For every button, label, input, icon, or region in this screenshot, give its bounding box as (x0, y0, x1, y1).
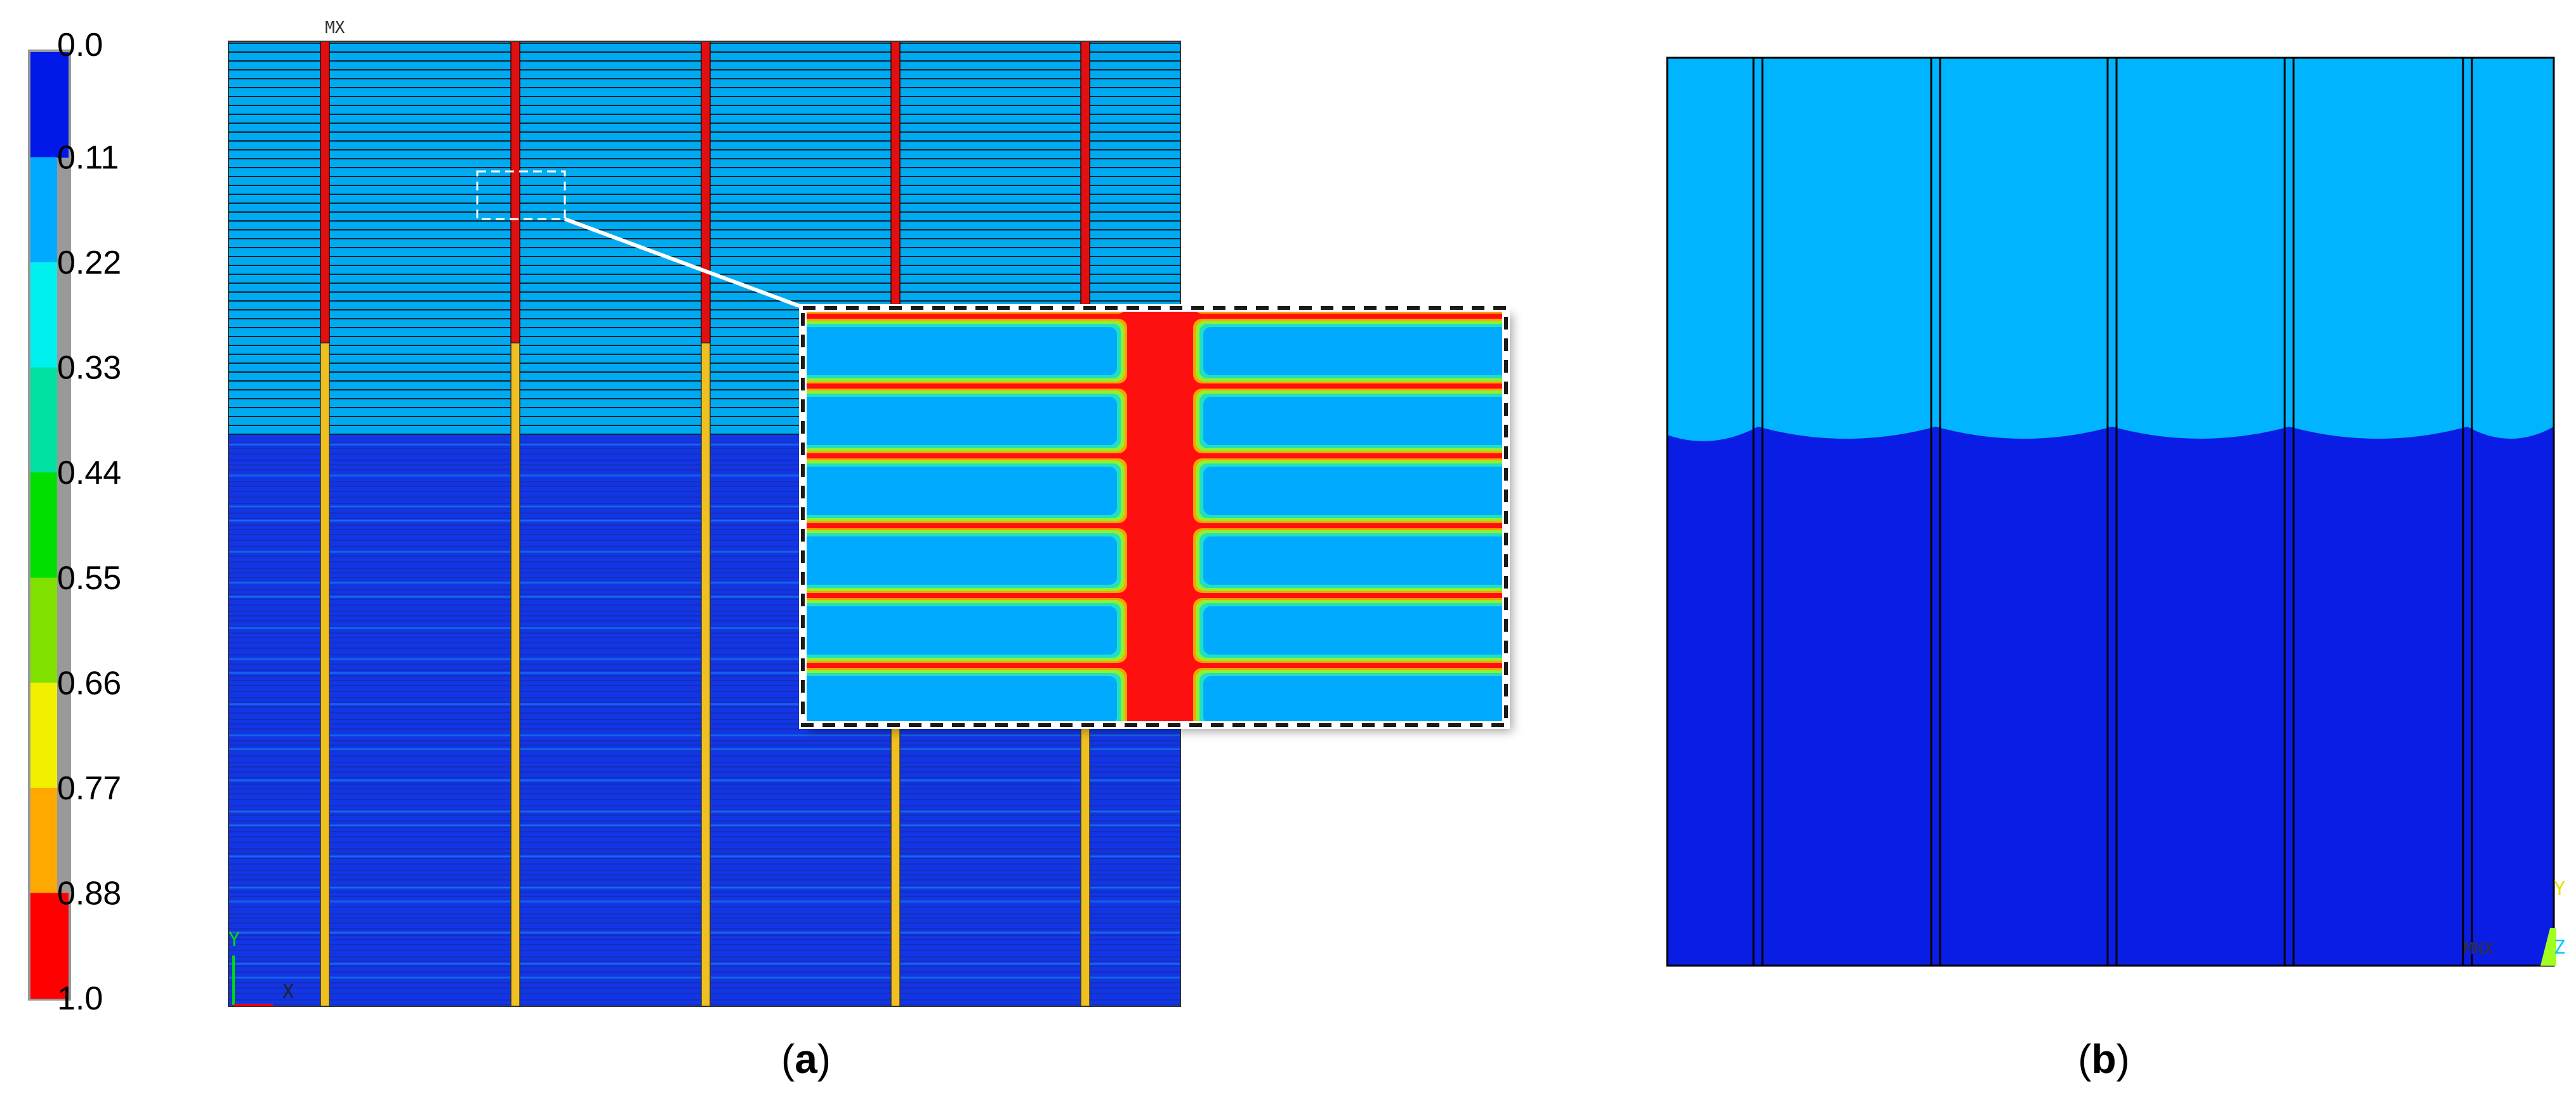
colorbar-segment (30, 683, 57, 789)
column-top (701, 41, 711, 343)
colorbar-segment (30, 262, 57, 368)
zoom-inset-content (803, 257, 1531, 803)
inset-cell-edge (1193, 308, 1506, 314)
colorbar-tick-label: 0.33 (57, 350, 121, 387)
inset-cell (803, 327, 1117, 375)
inset-cell (1203, 746, 1521, 794)
panel-a-mx-marker: MX (325, 18, 345, 37)
colorbar-tick-label: 1.0 (57, 980, 103, 1017)
colorbar-tick-label: 0.77 (57, 770, 121, 807)
panel-b: MNX Y Z (b) (1666, 57, 2565, 1082)
inset-cell-rim (1196, 740, 1529, 801)
panel-b-axis-triad: Y Z (2540, 878, 2565, 966)
colorbar-segment (30, 893, 69, 999)
inset-cell (803, 606, 1117, 655)
panel-b-caption: (b) (2078, 1036, 2130, 1082)
colorbar-segment (30, 157, 57, 263)
inset-cell-rim (1199, 743, 1525, 797)
zoom-leader-line (564, 217, 806, 310)
inset-cell-rim (1204, 308, 1506, 309)
column-bottom (320, 342, 330, 1006)
panel-a-axis-y-label: Y (228, 929, 240, 951)
panel-b-mx-marker: MNX (2464, 940, 2493, 959)
column-top (510, 41, 520, 343)
zoom-inset (799, 257, 1531, 803)
panel-a-caption: (a) (781, 1036, 831, 1082)
inset-cell (803, 397, 1117, 445)
inset-cell (1203, 676, 1506, 724)
panel-b-frame (1666, 57, 2555, 967)
colorbar-tick-label: 0.0 (57, 27, 103, 63)
inset-cell (1203, 467, 1506, 515)
colorbar-segments (28, 50, 71, 1001)
colorbar-tick-label: 0.22 (57, 244, 121, 281)
column-top (320, 41, 330, 343)
panel-a-axis-triad: Y X (228, 929, 294, 1006)
column-bottom (510, 342, 520, 1006)
inset-cell (803, 467, 1117, 515)
column-top (890, 41, 901, 309)
inset-cell (1203, 606, 1506, 655)
colorbar-tick-label: 0.66 (57, 665, 121, 702)
column-top (1080, 41, 1090, 309)
colorbar-tick-label: 0.44 (57, 455, 121, 491)
inset-cell-rim (1197, 308, 1506, 312)
colorbar-segment (30, 577, 57, 684)
colorbar: 0.0 0.11 0.22 0.33 0.44 0.55 0.66 0.77 0.88 1.0 (28, 27, 121, 1017)
panel-b-dark-region (1667, 381, 2554, 966)
colorbar-labels: 0.0 0.11 0.22 0.33 0.44 0.55 0.66 0.77 0.88 1.0 (57, 27, 121, 1017)
inset-cell (1203, 536, 1506, 585)
column-bottom (701, 342, 711, 1006)
panel-b-axis-z-label: Z (2554, 936, 2565, 959)
zoom-selection-box (476, 170, 566, 220)
colorbar-tick-label: 0.88 (57, 875, 121, 912)
inset-cell (1203, 327, 1506, 375)
colorbar-tick-label: 0.55 (57, 560, 121, 597)
inset-cell (803, 536, 1117, 585)
colorbar-segment (30, 472, 57, 578)
panel-a-axis-x-label: X (282, 981, 294, 1003)
panel-b-dividers (1752, 58, 2473, 966)
panel-b-axis-y-label: Y (2554, 878, 2565, 900)
colorbar-segment (30, 787, 57, 894)
colorbar-segment (30, 52, 69, 158)
colorbar-tick-label: 0.11 (57, 140, 119, 177)
colorbar-segment (30, 367, 57, 474)
inset-cell (803, 676, 1117, 724)
inset-cell (1203, 257, 1521, 305)
inset-cell (1203, 397, 1506, 445)
inset-cell-edge (1193, 738, 1531, 803)
panel-b-light-region (1667, 58, 2554, 441)
